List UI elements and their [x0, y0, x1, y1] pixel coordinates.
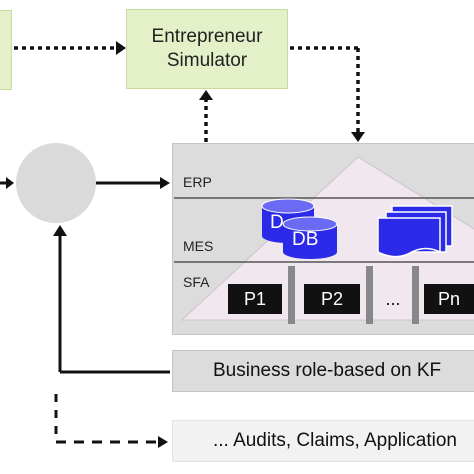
- kpi-bar-label: Business role-based on KF: [213, 360, 442, 381]
- process-separator-1: [288, 266, 295, 324]
- audit-bar: ... Audits, Claims, Application: [172, 420, 474, 462]
- process-separator-2: [366, 266, 373, 324]
- kpi-bar: Business role-based on KF: [172, 350, 474, 392]
- simulator-label-line2: Simulator: [166, 50, 248, 71]
- process-box-p2: P2: [304, 284, 360, 314]
- sfa-label: SFA: [183, 274, 210, 290]
- erp-label: ERP: [183, 174, 212, 190]
- arrow-head-circle: [6, 177, 14, 189]
- audit-bar-label: ... Audits, Claims, Application: [213, 430, 457, 451]
- database-back-label: D: [270, 212, 284, 233]
- arrow-head-panel: [160, 177, 170, 189]
- document-stack-icon: [377, 205, 453, 258]
- process-ellipsis: ...: [385, 288, 401, 309]
- partial-green-box: [0, 10, 12, 90]
- entrepreneur-simulator-box: Entrepreneur Simulator: [126, 9, 288, 89]
- simulator-label-line1: Entrepreneur: [151, 26, 263, 47]
- arrow-head-up-simulator: [199, 90, 213, 100]
- arrow-head-pyramid: [351, 132, 365, 142]
- mes-label: MES: [183, 238, 214, 254]
- arrow-head-feedback: [53, 225, 67, 236]
- arrow-head-simulator: [116, 41, 126, 55]
- arrow-head-audit: [158, 436, 168, 448]
- database-front-icon: [282, 216, 338, 259]
- controller-circle: [16, 143, 96, 223]
- process-box-p1: P1: [228, 284, 282, 314]
- process-separator-3: [412, 266, 419, 324]
- process-box-pn: Pn: [424, 284, 474, 314]
- database-front-label: DB: [292, 229, 319, 250]
